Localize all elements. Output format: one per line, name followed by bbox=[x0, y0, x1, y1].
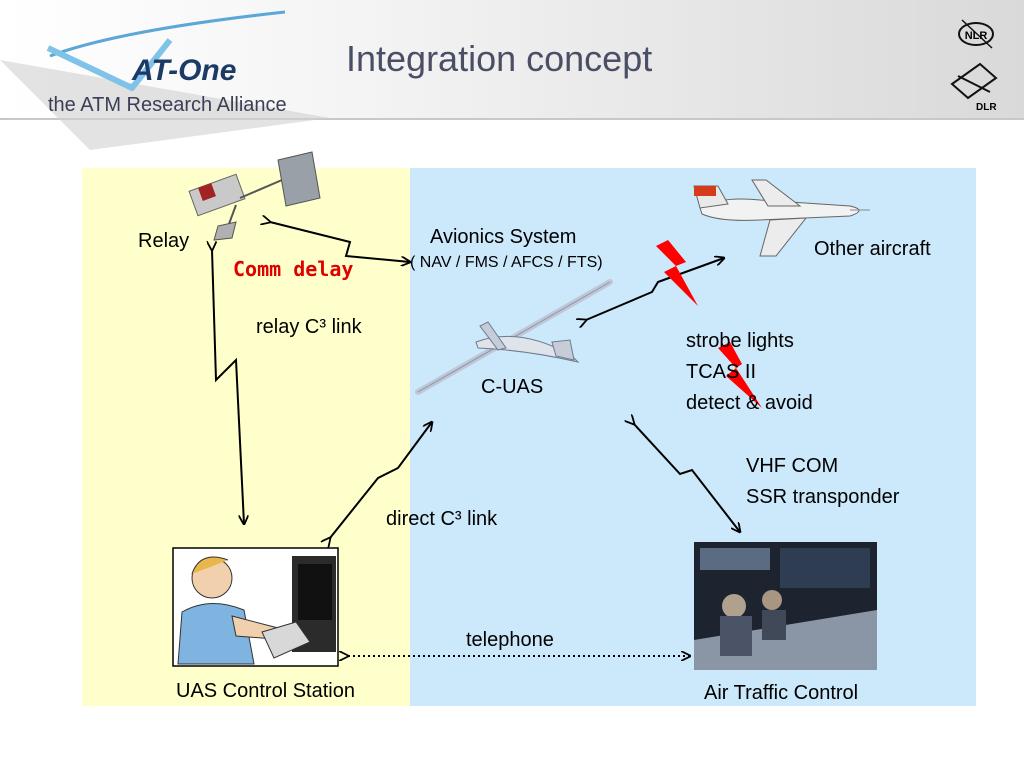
cuas-atc-link bbox=[634, 424, 740, 532]
avionics-title: Avionics System bbox=[430, 226, 577, 248]
operator-icon bbox=[172, 547, 339, 667]
direct-c3-link bbox=[330, 422, 432, 538]
dlr-logo-text: DLR bbox=[976, 102, 997, 113]
other-aircraft-label: Other aircraft bbox=[814, 238, 931, 260]
dlr-logo-icon: DLR bbox=[950, 62, 998, 113]
brand-name: AT-One bbox=[132, 54, 237, 87]
header-background bbox=[0, 0, 1024, 150]
page-title: Integration concept bbox=[346, 38, 653, 79]
relay-link-label: relay C³ link bbox=[256, 316, 362, 338]
partner-logos: NLR DLR bbox=[950, 19, 998, 113]
uas-station-label: UAS Control Station bbox=[176, 680, 355, 702]
lightning-icon bbox=[656, 240, 698, 306]
relay-label: Relay bbox=[138, 230, 190, 252]
comm-delay-label: Comm delay bbox=[233, 257, 354, 281]
atc-system-item: VHF COM bbox=[746, 455, 839, 477]
nlr-logo-text: NLR bbox=[965, 30, 988, 42]
aircraft-system-item: detect & avoid bbox=[686, 392, 813, 414]
aircraft-system-item: strobe lights bbox=[686, 330, 794, 352]
brand-tagline: the ATM Research Alliance bbox=[48, 94, 287, 116]
atc-label: Air Traffic Control bbox=[704, 682, 859, 704]
telephone-label: telephone bbox=[466, 629, 554, 651]
atc-system-item: SSR transponder bbox=[746, 486, 900, 508]
other-aircraft-icon bbox=[693, 179, 870, 257]
direct-link-label: direct C³ link bbox=[386, 508, 498, 530]
avionics-subtitle: ( NAV / FMS / AFCS / FTS) bbox=[410, 254, 603, 271]
cuas-aircraft-link bbox=[586, 258, 724, 320]
lightning-icon bbox=[718, 342, 762, 408]
relay-avionics-link bbox=[270, 222, 410, 262]
aircraft-system-item: TCAS II bbox=[686, 361, 757, 383]
cuas-label: C-UAS bbox=[481, 376, 544, 398]
relay-station-link bbox=[212, 250, 244, 524]
satellite-icon bbox=[188, 151, 321, 241]
atc-room-icon bbox=[694, 542, 877, 670]
nlr-logo-icon: NLR bbox=[958, 19, 994, 49]
